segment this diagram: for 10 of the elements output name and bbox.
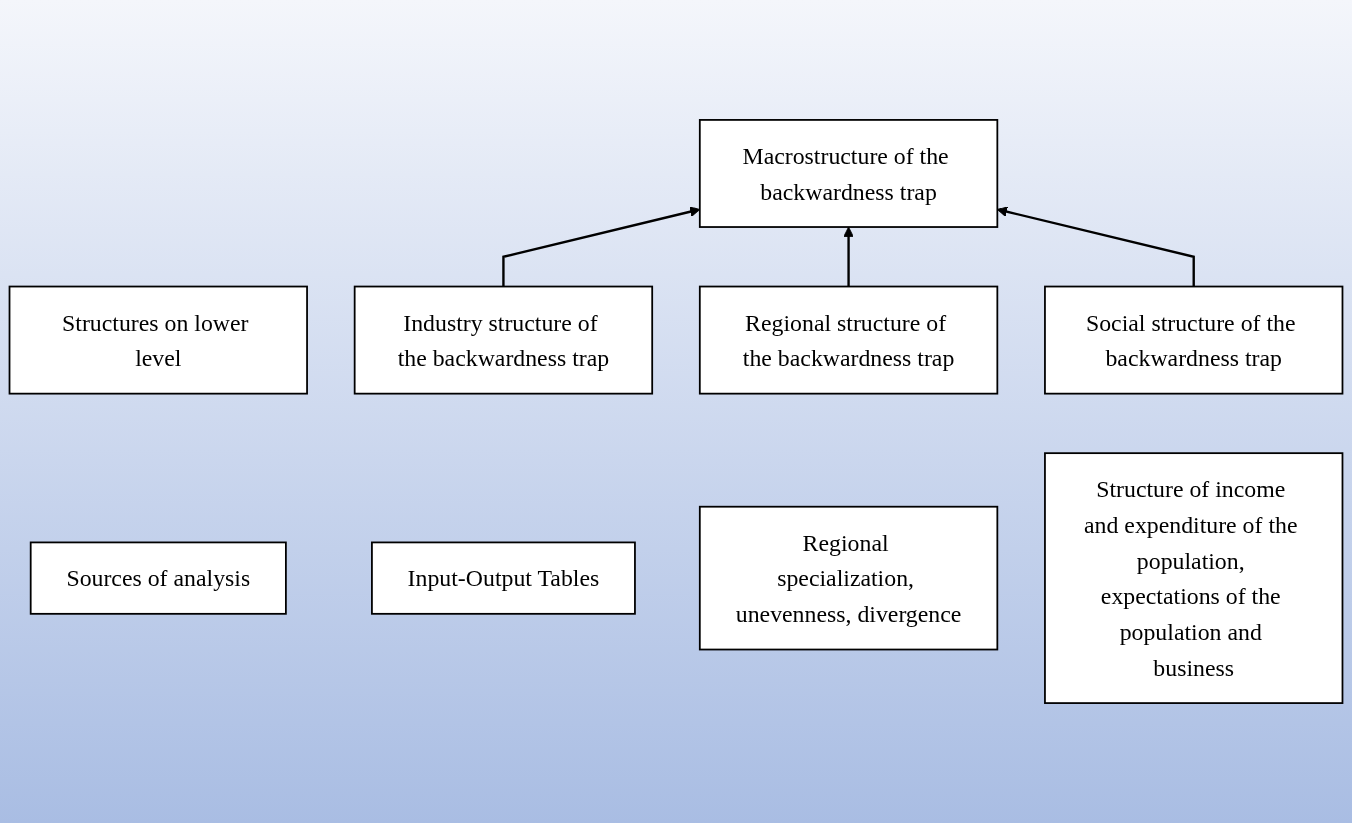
node-box: Macrostructure of the backwardness trap [698, 119, 999, 228]
node-box: Regional specialization, unevenness, divergence [698, 505, 999, 651]
node-box: Sources of analysis [29, 541, 287, 615]
node-box: Structures on lower level [8, 285, 308, 395]
node-box: Input-Output Tables [371, 541, 636, 615]
node-box: Social structure of the backwardness trap [1044, 285, 1344, 395]
node-box: Structure of income and expenditure of the population, expectations of the population and business [1044, 452, 1344, 704]
node-box: Industry structure of the backwardness trap [353, 285, 654, 395]
node-box: Regional structure of the backwardness trap [698, 285, 999, 395]
arrow [843, 226, 854, 287]
